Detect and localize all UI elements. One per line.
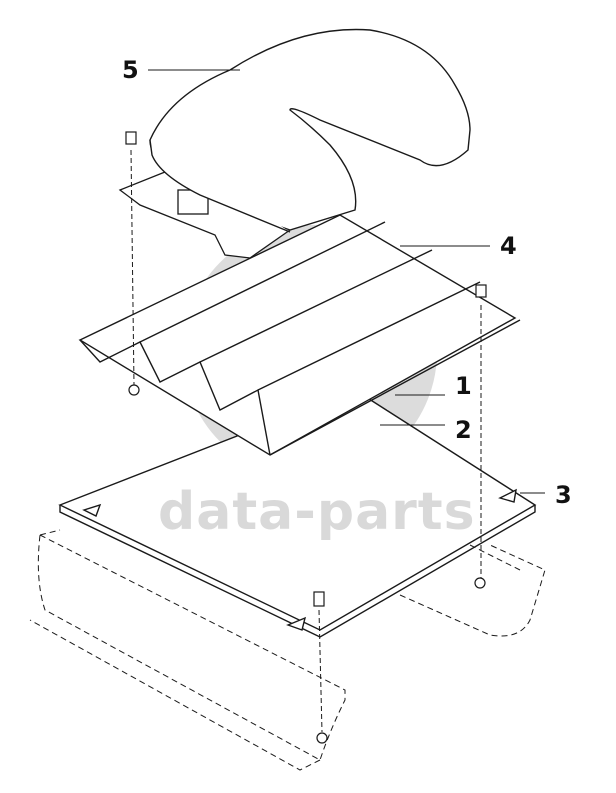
callout-1: 1 bbox=[455, 372, 472, 400]
leader-lines bbox=[148, 69, 545, 494]
callout-5: 5 bbox=[122, 56, 139, 84]
callout-3: 3 bbox=[555, 481, 572, 509]
base-frame-dashed bbox=[29, 529, 546, 771]
watermark-text: data-parts bbox=[158, 482, 476, 542]
callout-2: 2 bbox=[455, 416, 472, 444]
seat bbox=[149, 28, 471, 233]
corrugated-plate bbox=[78, 214, 521, 456]
bolt-axis-lines bbox=[130, 149, 482, 733]
seat-bracket bbox=[118, 169, 292, 259]
bolt-hardware bbox=[125, 131, 487, 744]
callout-4: 4 bbox=[500, 232, 517, 260]
